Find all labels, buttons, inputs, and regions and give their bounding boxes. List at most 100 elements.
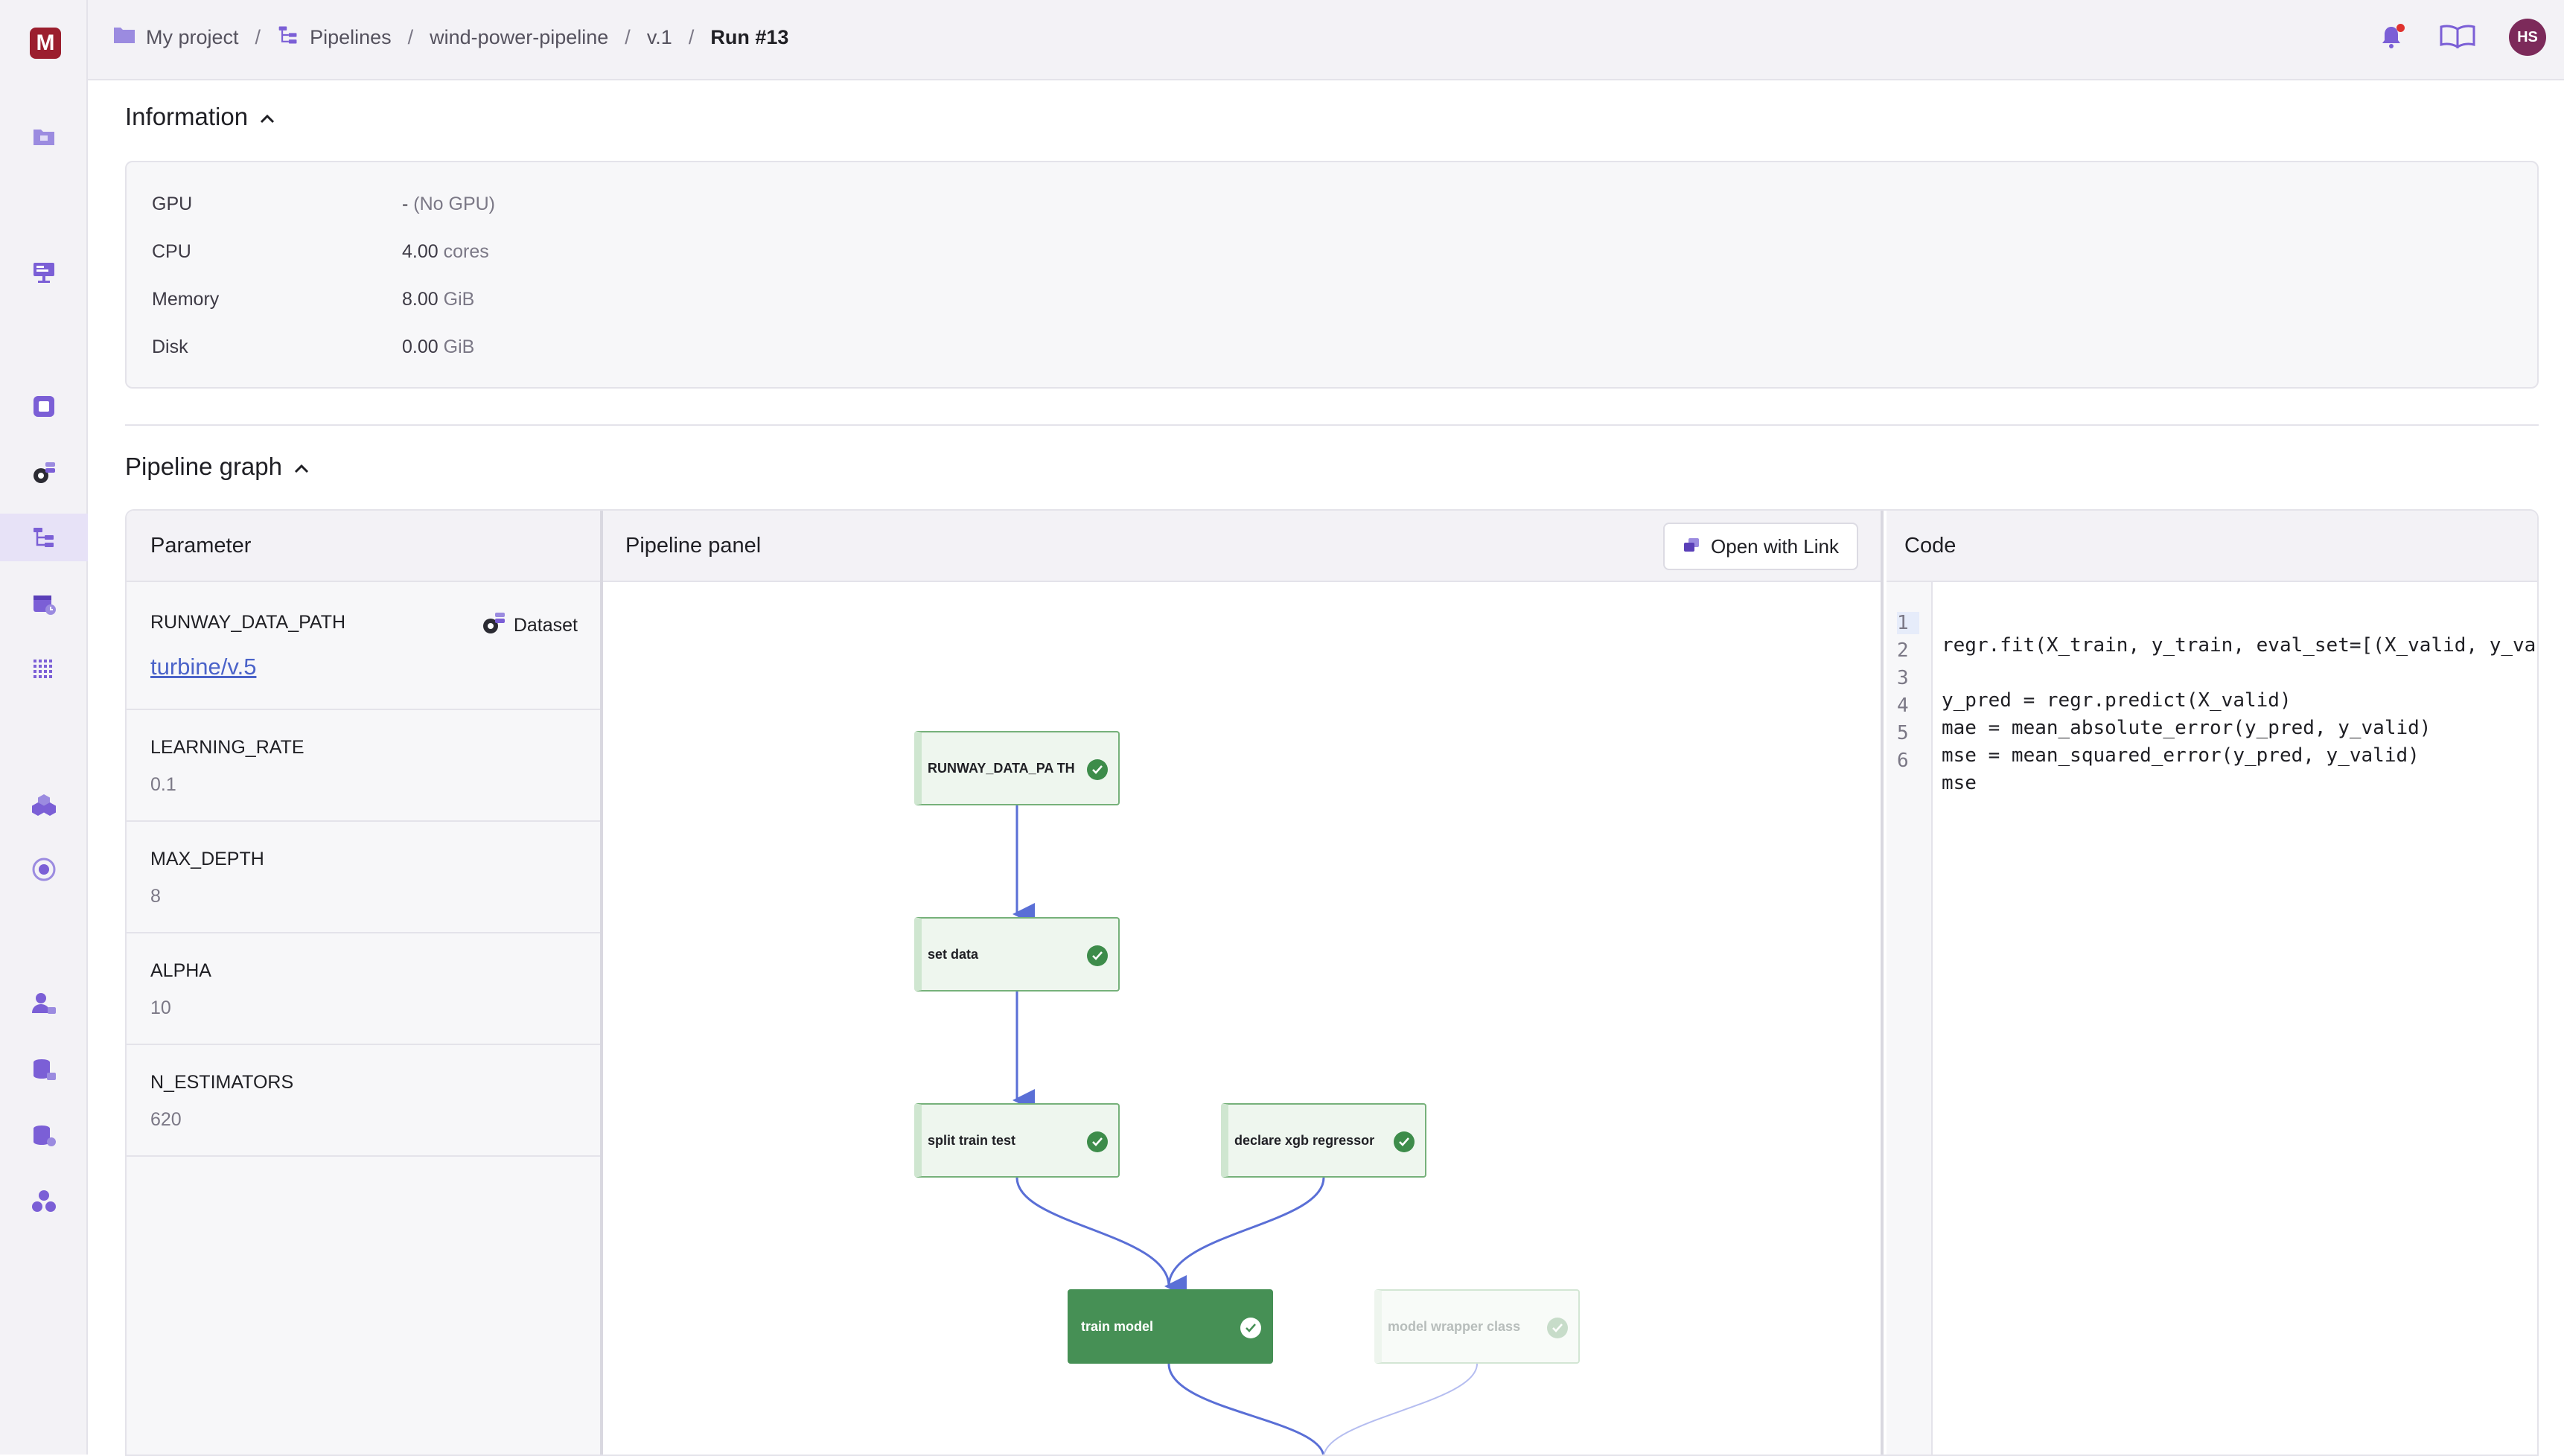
pipeline-node-label: declare xgb regressor xyxy=(1234,1133,1375,1148)
parameter-panel: Parameter RUNWAY_DATA_PATH Dataset turbi… xyxy=(127,511,603,1455)
dataset-icon[interactable] xyxy=(31,459,57,486)
notification-dot xyxy=(2396,24,2405,32)
information-section-header[interactable]: Information xyxy=(125,103,276,131)
model-icon[interactable] xyxy=(31,791,57,818)
info-unit: (No GPU) xyxy=(413,194,496,214)
info-value: - xyxy=(402,194,409,214)
pipeline-edge xyxy=(1164,1177,1325,1298)
info-label: Disk xyxy=(152,336,188,357)
storage-icon[interactable] xyxy=(31,1056,57,1083)
code-text: mse xyxy=(1942,772,1977,794)
workspace-icon[interactable] xyxy=(31,259,57,286)
sidebar: M xyxy=(0,0,88,1455)
code-text: mae = mean_absolute_error(y_pred, y_vali… xyxy=(1942,717,2431,739)
pipeline-node-label: train model xyxy=(1081,1319,1154,1334)
dataset-tag-label: Dataset xyxy=(513,615,578,636)
parameter-panel-title: Parameter xyxy=(150,533,252,558)
check-circle-icon xyxy=(1087,759,1108,780)
members-icon[interactable] xyxy=(31,990,57,1017)
dev-environment-icon[interactable] xyxy=(31,393,57,420)
pipeline-icon[interactable] xyxy=(31,524,57,551)
pipeline-edge xyxy=(1167,1363,1324,1455)
dataset-link[interactable]: turbine/v.5 xyxy=(150,654,257,680)
info-label: Memory xyxy=(152,289,220,310)
pipeline-graph-section-header[interactable]: Pipeline graph xyxy=(125,453,310,481)
breadcrumb-pipelines[interactable]: Pipelines xyxy=(277,24,392,51)
param-item: RUNWAY_DATA_PATH Dataset turbine/v.5 xyxy=(127,582,600,710)
breadcrumb-version[interactable]: v.1 xyxy=(646,25,672,48)
chevron-up-icon[interactable] xyxy=(293,453,310,481)
pipeline-node[interactable]: split train test xyxy=(914,1103,1120,1178)
code-line[interactable]: 1 regr.fit(X_train, y_train, eval_set=[(… xyxy=(1887,590,2537,657)
param-value: 8 xyxy=(150,886,161,907)
info-row-cpu: CPU 4.00 cores xyxy=(152,241,489,263)
top-bar: My project / Pipelines / wind-power-pipe… xyxy=(88,0,2564,80)
serving-icon[interactable] xyxy=(31,856,57,883)
pipeline-graph-title: Pipeline graph xyxy=(125,453,282,480)
breadcrumb-project[interactable]: My project xyxy=(113,25,239,50)
param-name: RUNWAY_DATA_PATH xyxy=(150,612,346,633)
param-name: MAX_DEPTH xyxy=(150,849,264,869)
code-line[interactable]: 3 y_pred = regr.predict(X_valid) xyxy=(1887,645,2537,712)
pipeline-node-selected[interactable]: train model xyxy=(1068,1289,1273,1364)
param-name: ALPHA xyxy=(150,960,211,981)
parameter-panel-header: Parameter xyxy=(127,511,600,582)
breadcrumb-pipelines-label[interactable]: Pipelines xyxy=(310,25,392,48)
breadcrumb-separator: / xyxy=(688,25,695,48)
check-circle-icon xyxy=(1240,1318,1261,1338)
line-number: 4 xyxy=(1897,695,1909,717)
main-content: Information GPU - (No GPU) CPU 4.00 core… xyxy=(88,80,2564,1456)
docs-book-icon[interactable] xyxy=(2439,23,2476,52)
chevron-up-icon[interactable] xyxy=(258,103,276,131)
pipeline-edge xyxy=(1323,1363,1478,1455)
info-label: GPU xyxy=(152,194,193,214)
pipeline-node-label: model wrapper class xyxy=(1388,1319,1521,1334)
param-value: 0.1 xyxy=(150,774,176,795)
line-number-gutter xyxy=(1887,582,1933,1455)
breadcrumb: My project / Pipelines / wind-power-pipe… xyxy=(113,0,788,74)
folder-icon[interactable] xyxy=(31,124,57,150)
breadcrumb-separator: / xyxy=(407,25,414,48)
section-divider xyxy=(125,424,2539,426)
code-panel: Code 1 regr.fit(X_train, y_train, eval_s… xyxy=(1887,511,2537,1455)
info-unit: cores xyxy=(443,241,489,262)
check-circle-icon xyxy=(1547,1318,1568,1338)
open-with-link-button[interactable]: Open with Link xyxy=(1663,523,1858,570)
check-circle-icon xyxy=(1087,945,1108,966)
breadcrumb-current: Run #13 xyxy=(710,25,789,48)
cluster-icon[interactable] xyxy=(31,1188,57,1215)
pipeline-node[interactable]: declare xgb regressor xyxy=(1221,1103,1426,1178)
breadcrumb-pipeline-name[interactable]: wind-power-pipeline xyxy=(430,25,609,48)
code-line[interactable]: 4 mae = mean_absolute_error(y_pred, y_va… xyxy=(1887,672,2537,739)
info-label: CPU xyxy=(152,241,191,262)
info-unit: GiB xyxy=(443,336,475,357)
info-row-gpu: GPU - (No GPU) xyxy=(152,194,495,215)
breadcrumb-project-label[interactable]: My project xyxy=(146,25,239,48)
pipeline-icon xyxy=(277,24,299,51)
app-logo[interactable]: M xyxy=(30,28,61,59)
information-card: GPU - (No GPU) CPU 4.00 cores Memory 8.0… xyxy=(125,161,2539,389)
code-line[interactable]: 2 xyxy=(1887,617,2537,662)
pipeline-node-faded[interactable]: model wrapper class xyxy=(1374,1289,1580,1364)
pipeline-node[interactable]: set data xyxy=(914,917,1120,992)
pipeline-panel-header: Pipeline panel Open with Link xyxy=(603,511,1881,582)
pipeline-node-label: set data xyxy=(928,947,979,962)
user-avatar[interactable]: HS xyxy=(2509,19,2546,56)
line-number: 2 xyxy=(1897,639,1909,662)
info-unit: GiB xyxy=(443,289,475,310)
param-value: 10 xyxy=(150,997,171,1018)
breadcrumb-separator: / xyxy=(625,25,631,48)
pipeline-graph-frame: Parameter RUNWAY_DATA_PATH Dataset turbi… xyxy=(125,509,2539,1456)
check-circle-icon xyxy=(1087,1131,1108,1152)
param-item: N_ESTIMATORS 620 xyxy=(127,1045,600,1157)
dataset-tag: Dataset xyxy=(481,610,578,641)
grid-icon[interactable] xyxy=(31,657,57,683)
code-line[interactable]: 6 mse xyxy=(1887,727,2537,794)
pipeline-node[interactable]: RUNWAY_DATA_PA TH xyxy=(914,731,1120,805)
code-text: y_pred = regr.predict(X_valid) xyxy=(1942,689,2292,712)
schedule-icon[interactable] xyxy=(31,590,57,617)
registry-icon[interactable] xyxy=(31,1123,57,1149)
code-line[interactable]: 5 mse = mean_squared_error(y_pred, y_val… xyxy=(1887,700,2537,767)
notification-bell-icon[interactable] xyxy=(2376,21,2406,54)
pipeline-edges xyxy=(1012,805,1478,1455)
